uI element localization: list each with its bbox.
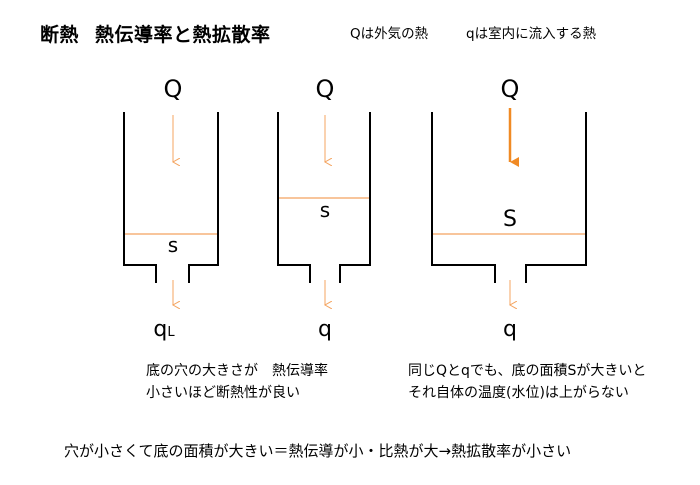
container-3-Q-label: Q — [501, 75, 520, 103]
container-1-walls — [123, 112, 219, 283]
container-1-level-label: s — [168, 233, 178, 257]
container-3-q-label: q — [503, 317, 517, 342]
container-1-q-label: qL — [153, 317, 175, 342]
container-2: Q s q — [277, 75, 371, 342]
page-title: 断熱熱伝導率と熱拡散率 — [40, 20, 271, 47]
legend-Q-note: Qは外気の熱 — [350, 26, 429, 42]
caption-left: 底の穴の大きさが 熱伝導率 小さいほど断熱性が良い — [146, 360, 328, 404]
container-3-level-label: S — [503, 207, 517, 232]
container-1-Q-label: Q — [164, 75, 183, 103]
title-part-1: 断熱 — [40, 24, 80, 46]
container-2-level-label: s — [320, 198, 330, 222]
legend-q-note: qは室内に流入する熱 — [466, 26, 597, 42]
container-3-walls — [431, 112, 587, 283]
container-1-q-subscript: L — [167, 325, 175, 340]
container-2-Q-label: Q — [316, 75, 335, 103]
summary-text: 穴が小さくて底の面積が大きい＝熱伝導が小・比熱が大→熱拡散率が小さい — [64, 442, 572, 460]
container-3: Q S q — [431, 75, 587, 342]
caption-left-line-1: 底の穴の大きさが 熱伝導率 — [146, 363, 328, 379]
caption-left-line-2: 小さいほど断熱性が良い — [146, 385, 300, 401]
title-part-2: 熱伝導率と熱拡散率 — [95, 24, 271, 46]
caption-right-line-1: 同じQとqでも、底の面積Sが大きいと — [408, 363, 647, 379]
container-1: Q s qL — [123, 75, 219, 342]
container-2-q-label: q — [318, 317, 332, 342]
caption-right: 同じQとqでも、底の面積Sが大きいと それ自体の温度(水位)は上がらない — [408, 360, 646, 404]
container-2-walls — [277, 112, 371, 283]
caption-right-line-2: それ自体の温度(水位)は上がらない — [408, 385, 629, 401]
